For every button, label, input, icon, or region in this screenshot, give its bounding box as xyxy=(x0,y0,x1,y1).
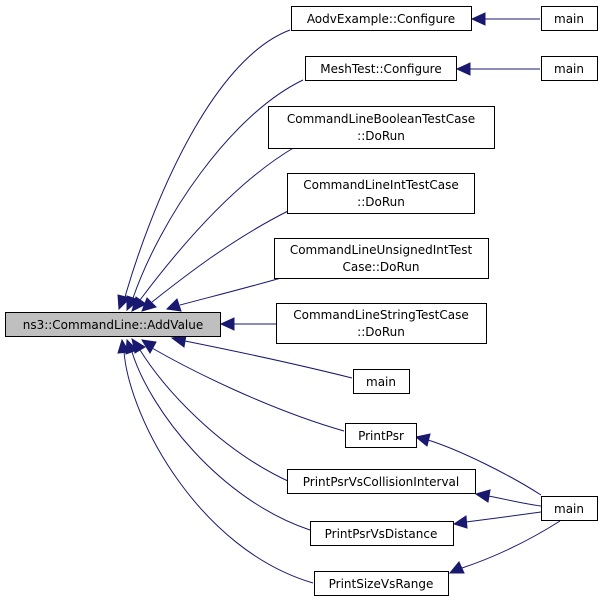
node-string-test-label-line2: ::DoRun xyxy=(357,325,405,339)
node-aodv-configure[interactable]: AodvExample::Configure xyxy=(291,6,472,31)
node-addvalue-label: ns3::CommandLine::AddValue xyxy=(23,318,204,332)
node-string-test[interactable]: CommandLineStringTestCase ::DoRun xyxy=(276,303,487,344)
node-print-size-vs-range-label: PrintSizeVsRange xyxy=(329,577,434,591)
edge-main-to-aodv-configure xyxy=(470,12,540,26)
edge-distance-to-addvalue xyxy=(125,338,311,531)
node-addvalue[interactable]: ns3::CommandLine::AddValue xyxy=(5,312,221,337)
node-mesh-configure-label: MeshTest::Configure xyxy=(320,62,441,76)
node-print-psr-vs-collision[interactable]: PrintPsrVsCollisionInterval xyxy=(287,469,476,494)
node-main-aodv[interactable]: main xyxy=(541,6,598,31)
edge-int-test-to-addvalue xyxy=(141,209,291,312)
node-int-test-label-line2: ::DoRun xyxy=(357,195,405,209)
node-print-psr[interactable]: PrintPsr xyxy=(345,423,417,448)
node-bool-test-label-line1: CommandLineBooleanTestCase xyxy=(287,112,475,126)
node-print-size-vs-range[interactable]: PrintSizeVsRange xyxy=(314,571,449,596)
node-main-aodv-label: main xyxy=(554,12,584,26)
nodes: ns3::CommandLine::AddValue AodvExample::… xyxy=(5,6,598,596)
node-main-direct[interactable]: main xyxy=(353,369,410,394)
node-print-psr-label: PrintPsr xyxy=(358,429,404,443)
edge-main-direct-to-addvalue xyxy=(170,334,353,379)
node-main-direct-label: main xyxy=(366,375,396,389)
edge-main-to-sizevsrange xyxy=(448,520,561,574)
edge-bool-test-to-addvalue xyxy=(131,146,296,312)
node-bool-test-label-line2: ::DoRun xyxy=(357,129,405,143)
edge-main-to-distance xyxy=(452,511,542,529)
node-unsigned-test-label-line2: Case::DoRun xyxy=(342,260,419,274)
node-bool-test[interactable]: CommandLineBooleanTestCase ::DoRun xyxy=(268,106,495,149)
edge-printpsr-to-addvalue xyxy=(141,339,345,432)
node-int-test-label-line1: CommandLineIntTestCase xyxy=(303,178,459,192)
node-mesh-configure[interactable]: MeshTest::Configure xyxy=(305,56,457,81)
node-unsigned-test-label-line1: CommandLineUnsignedIntTest xyxy=(290,243,473,257)
edge-unsigned-test-to-addvalue xyxy=(165,275,289,312)
node-print-psr-vs-collision-label: PrintPsrVsCollisionInterval xyxy=(303,475,460,489)
node-int-test[interactable]: CommandLineIntTestCase ::DoRun xyxy=(287,173,475,214)
node-print-psr-vs-distance[interactable]: PrintPsrVsDistance xyxy=(310,521,454,546)
node-main-mesh[interactable]: main xyxy=(541,56,598,81)
node-aodv-configure-label: AodvExample::Configure xyxy=(307,12,455,26)
node-main-psr-label: main xyxy=(554,502,584,516)
node-unsigned-test[interactable]: CommandLineUnsignedIntTest Case::DoRun xyxy=(274,238,489,279)
edge-aodv-configure-to-addvalue xyxy=(117,29,291,311)
edge-main-to-mesh-configure xyxy=(455,62,540,76)
node-string-test-label-line1: CommandLineStringTestCase xyxy=(293,308,469,322)
edge-collision-to-addvalue xyxy=(131,337,291,483)
edges xyxy=(117,12,561,584)
node-print-psr-vs-distance-label: PrintPsrVsDistance xyxy=(325,527,438,541)
edge-main-to-collision xyxy=(474,489,542,507)
node-main-psr[interactable]: main xyxy=(541,496,598,521)
edge-string-test-to-addvalue xyxy=(219,317,276,331)
edge-sizevsrange-to-addvalue xyxy=(117,338,314,584)
edge-main-to-printpsr xyxy=(414,433,542,496)
node-main-mesh-label: main xyxy=(554,62,584,76)
